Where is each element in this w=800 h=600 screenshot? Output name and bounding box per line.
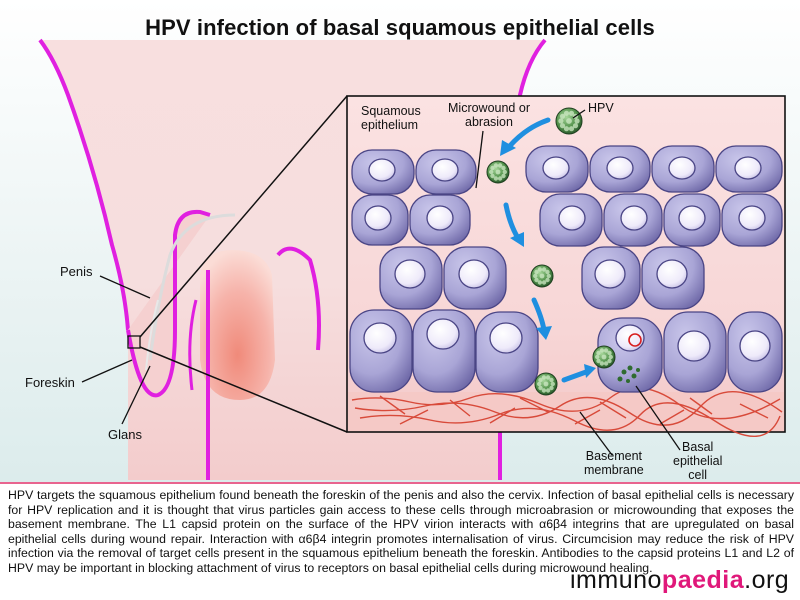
label-line: epithelium [361,118,418,132]
label-line: cell [688,468,708,482]
epithelial-cell [351,149,415,195]
label-line: Basal [682,440,714,454]
basal-cell-pointer [635,385,681,451]
epithelial-cell [525,145,589,193]
epithelial-cell [539,193,603,247]
epithelial-cell [715,145,783,193]
epithelial-cell [581,246,641,310]
label-basal-cell: Basal epithelial cell [673,440,722,482]
label-line: Squamous [361,104,421,118]
label-line: epithelial [673,454,723,468]
internalised-virus-fragments [617,365,640,383]
basement-fibers [351,387,783,437]
epithelial-cell [721,193,783,247]
epithelial-cell [663,193,721,247]
microwound-pointer [475,130,484,189]
label-hpv: HPV [588,101,614,115]
hpv-virion-icon [530,264,554,288]
hpv-virion-icon [592,345,616,369]
label-squamous-epithelium: Squamous epithelium [361,104,421,132]
epithelial-cell [415,149,477,195]
squamous-cells [349,145,783,393]
label-microwound: Microwound or abrasion [448,101,530,129]
label-glans: Glans [108,427,142,442]
epithelial-cell [641,246,705,310]
glans-outline [188,299,198,391]
hpv-virion-icon [534,372,558,396]
label-line: Basement [585,449,643,463]
brand-part: immuno [570,566,662,594]
label-basement-membrane: Basement membrane [584,449,644,477]
foreskin-pointer [81,359,133,383]
epithelial-cell [589,145,651,193]
epithelial-cell [651,145,715,193]
label-line: Microwound or [448,101,530,115]
epithelial-cell [727,311,783,393]
brand-logo: immunopaedia.org [570,566,789,595]
label-penis: Penis [60,264,93,279]
epithelial-cell [412,309,476,393]
epithelial-cell [351,194,409,246]
brand-part: paedia [661,566,745,594]
epithelial-cell [409,194,471,246]
hpv-pointer [572,109,586,119]
epithelial-cell [349,309,413,393]
zoom-line-top [139,95,348,338]
epithelial-cell [379,246,443,310]
body-outline-left [38,38,130,331]
foreskin-line [148,213,236,361]
foreskin-inner-line [145,299,159,371]
caption-text: HPV targets the squamous epithelium foun… [8,488,794,575]
brand-part: .org [744,566,790,594]
label-line: membrane [584,463,644,477]
penis-pointer [99,275,151,299]
epithelial-cell [603,193,663,247]
glans-shape [200,250,275,400]
epithelial-cell [663,311,727,393]
zoom-line-bottom [139,346,348,433]
epithelial-cell [475,311,539,393]
arrow-heads [500,140,596,378]
hpv-virion-icon [555,107,583,135]
label-foreskin: Foreskin [25,375,75,390]
basement-pointer [579,411,613,456]
label-line: abrasion [465,115,513,129]
diagram-title: HPV infection of basal squamous epitheli… [145,15,655,40]
epithelial-cell [443,246,507,310]
scrotum-outline [276,246,321,351]
glans-pointer [121,365,151,425]
integrin-receptor-icon [628,333,642,347]
hpv-virion-icon [486,160,510,184]
magnifier-box [127,335,141,349]
